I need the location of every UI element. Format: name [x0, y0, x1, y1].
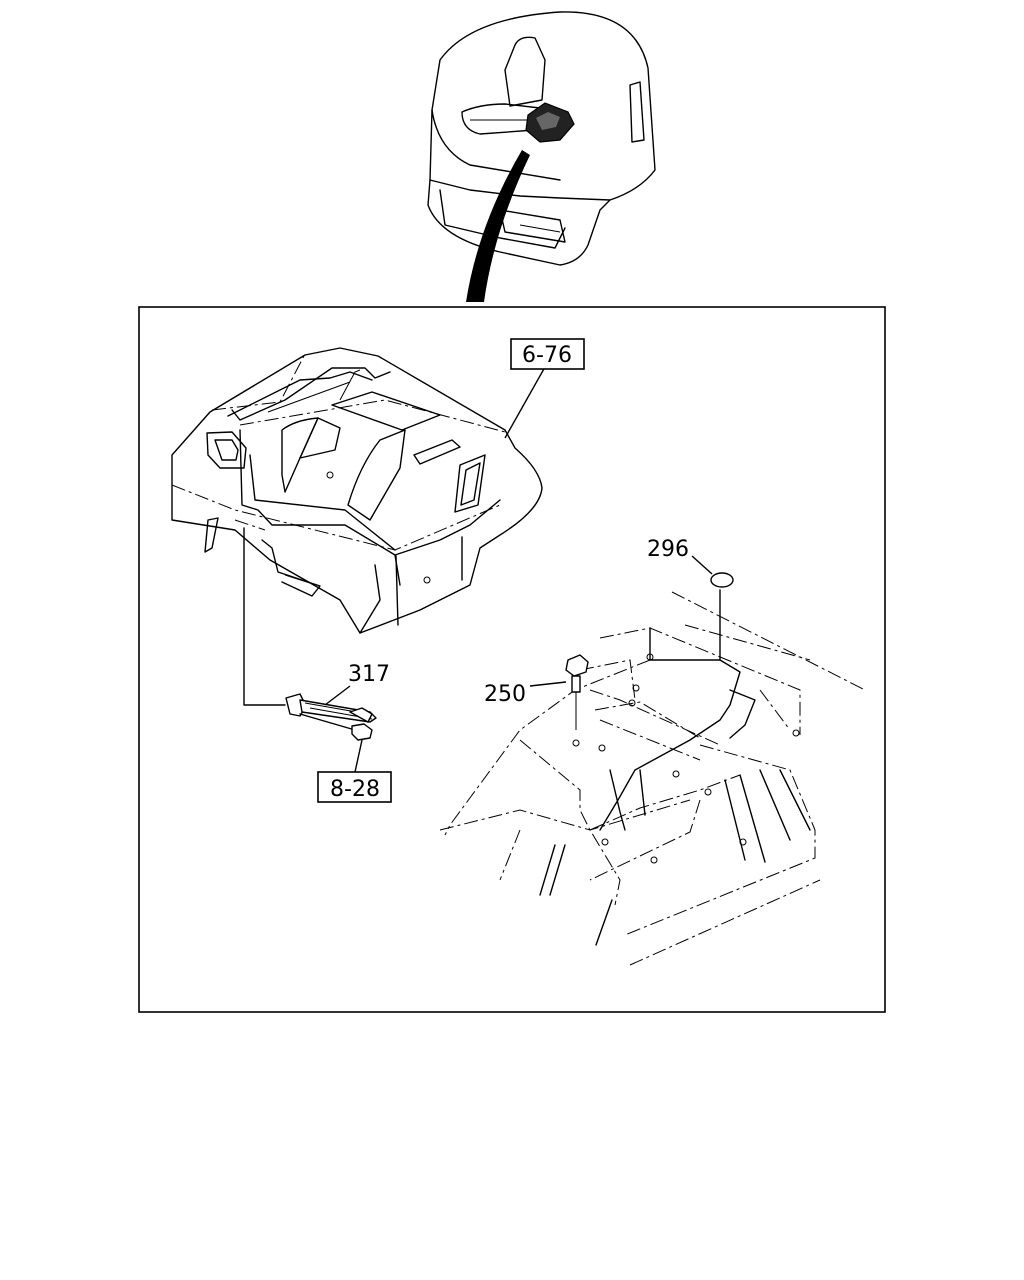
- callout-296-label: 296: [647, 537, 689, 562]
- part-296-plug: 296: [647, 537, 734, 661]
- cab-thumbnail: [427, 11, 656, 302]
- callout-8-28: 8-28: [299, 713, 392, 803]
- callout-317-label: 317: [348, 662, 390, 687]
- callout-6-76-label: 6-76: [522, 343, 572, 368]
- cab-floor: [439, 591, 866, 966]
- callout-6-76: 6-76: [504, 338, 585, 439]
- part-250-clip: 250: [484, 654, 589, 730]
- console-cover: [171, 347, 543, 634]
- detail-frame: [138, 306, 886, 1013]
- callout-8-28-label: 8-28: [330, 777, 380, 802]
- callout-250-label: 250: [484, 682, 526, 707]
- part-317-harness: 317: [243, 527, 390, 723]
